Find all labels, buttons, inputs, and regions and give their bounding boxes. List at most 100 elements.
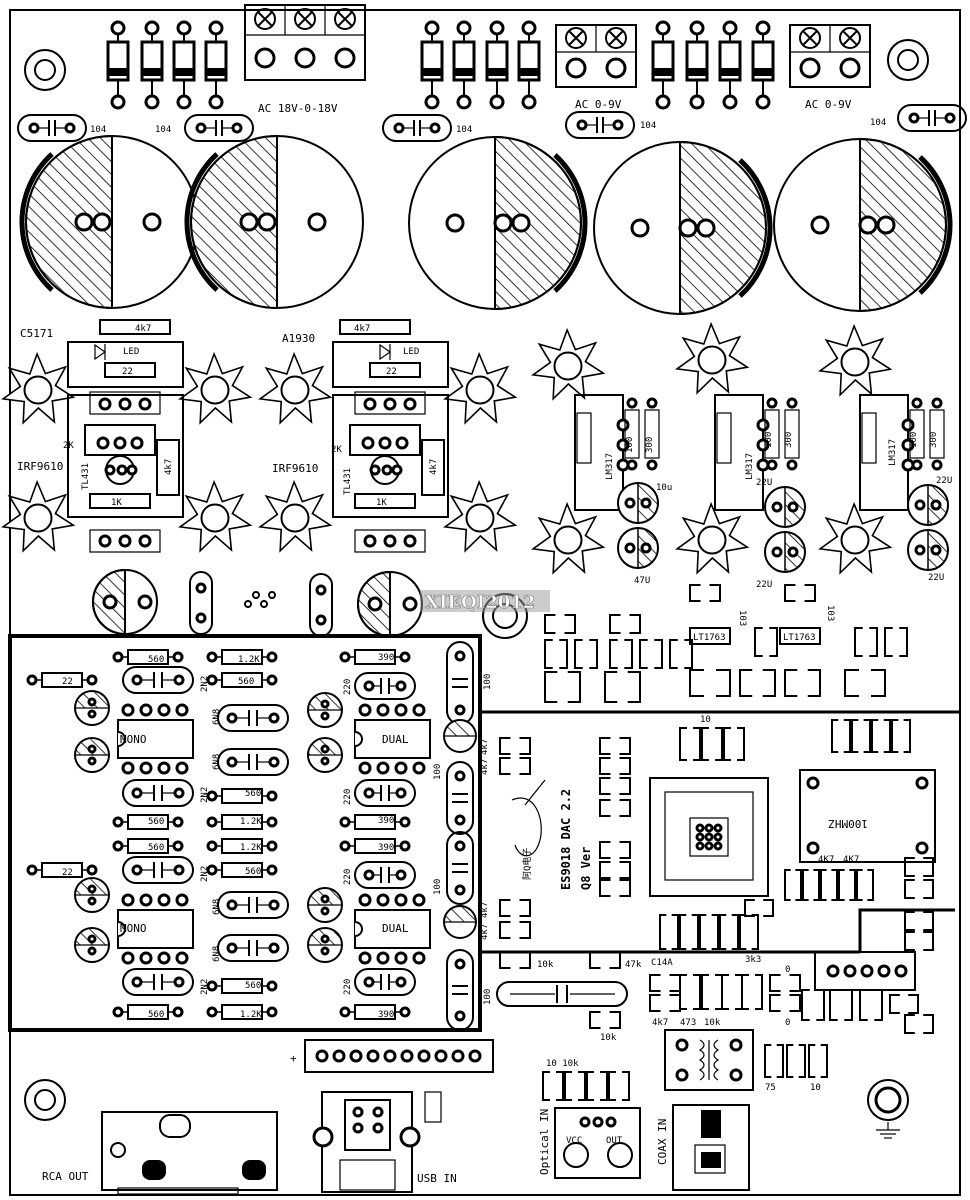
optical-out: OUT [606,1136,623,1146]
res-1k-left: 1K [111,498,122,508]
filter-circuits [26,641,477,1031]
res-47k: 47k [625,960,642,970]
filter-2n2-2: 2N2 [200,866,210,882]
header-10pin [304,1039,494,1073]
filter-labels: 560 1.2K 560 560 1.2K 560 560 1.2K 560 5… [62,653,493,1020]
dac-title: ES9018 DAC 2.2 [559,789,573,890]
ac-label-9v-a: AC 0-9V [575,98,622,111]
filter-220-0: 220 [343,679,353,695]
filter-220-2: 220 [343,869,353,885]
reg-left [67,319,184,553]
res-300-2: 300 [784,432,794,448]
tl431-right: TL431 [343,468,353,495]
res-100-1: 100 [625,437,635,453]
transistor-c5171: C5171 [20,327,53,340]
rca-out-label: RCA OUT [42,1170,89,1183]
opamp-dual-1: DUAL [382,733,409,746]
filter-390-2: 390 [378,843,394,853]
filter-res-5: 560 [148,817,164,827]
dac-version: Q8 Ver [579,847,593,890]
res-0-1: 0 [785,965,790,975]
optical-vcc: VCC [566,1136,582,1146]
cap-103-2: 103 [825,605,835,621]
ground-terminal [867,1079,909,1139]
opamp-dual-2: DUAL [382,922,409,935]
ac-terminal-9v-a [555,24,637,88]
res-10-top: 10 [700,715,711,725]
rectifier-diodes [106,20,775,110]
filter-390-3: 390 [378,1010,394,1020]
filter-22-0: 22 [62,677,73,687]
led-right: LED [403,347,419,357]
cap-22u-3: 22U [936,476,952,486]
heatsinks [0,321,893,575]
filter-2n2-3: 2N2 [200,979,210,995]
filter-2n2-1: 2N2 [200,787,210,803]
vendor-rabbit-logo [511,779,546,857]
filter-6n8-0: 6N8 [212,709,222,725]
watermark: XIEQI2012 [425,592,535,613]
res-10k-1: 10k [537,960,554,970]
dac-lower-line-step [858,908,955,952]
lm317-regulators [574,394,945,511]
tl431-left: TL431 [81,463,91,490]
res-75: 75 [765,1083,776,1093]
res-3k3: 3k3 [745,955,761,965]
filter-390-0: 390 [378,653,394,663]
res-4k7-bottom: 4k7 [652,1018,668,1028]
filter-100-0: 100 [483,674,493,690]
optical-input [554,1107,641,1179]
mounting-holes [24,39,929,1121]
ac-label-18v: AC 18V-0-18V [258,102,338,115]
filter-100-1: 100 [433,764,443,780]
cap-label-104-4: 104 [640,121,656,131]
watermark-bg [420,590,550,612]
cap-22u-1: 22U [756,478,772,488]
res-10k-3: 10k [600,1033,617,1043]
label-2k-left: 2K [63,441,74,451]
res-4k7-vert-right: 4k7 [429,459,439,475]
filter-section-box [8,634,482,1032]
filter-4k7-1: 4k7 [480,759,490,775]
filter-res-1: 1.2K [238,655,260,665]
pwr-4k7-2: 4K7 [843,855,859,865]
filter-4k7-3: 4k7 [480,924,490,940]
res-4k7-vert-left: 4k7 [164,459,174,475]
filter-res-4: 1.2K [240,817,262,827]
filter-res-7: 1.2K [240,843,262,853]
cap-label-104-1: 104 [90,125,106,135]
coax-in-label: COAX IN [656,1119,669,1165]
res-0-2: 0 [785,1018,790,1028]
filter-100-2: 100 [433,879,443,895]
cap-label-104-2: 104 [155,125,171,135]
filter-100-3: 100 [483,989,493,1005]
usb-in-label: USB IN [417,1172,457,1185]
lm317-label-2: LM317 [745,453,755,480]
filter-4k7-2: 4k7 [480,902,490,918]
filter-6n8-1: 6N8 [212,754,222,770]
transistor-a1930: A1930 [282,332,315,345]
lm317-labels: LM317 LM317 LM317 100 300 100 300 100 30… [605,432,939,480]
cap-473: 473 [680,1018,696,1028]
cap-22u-4: 22U [928,573,944,583]
vendor-logo: 阿Q电子 [521,848,533,880]
filter-res-2: 560 [238,677,254,687]
regulator-caps [617,482,949,573]
cap-label-104-5: 104 [870,118,886,128]
filter-22-1: 22 [62,868,73,878]
spdif-transformer [664,1029,754,1091]
lm317-label-3: LM317 [888,439,898,466]
rca-jack [101,1111,278,1195]
ceramic-caps-104 [17,104,967,142]
cap-c14a: C14A [651,958,673,968]
filter-res-9: 560 [245,981,261,991]
res-100-2: 100 [764,432,774,448]
lt1763-label-1: LT1763 [693,633,726,643]
osc-label: 100MHZ [828,817,868,830]
opamp-mono-1: MONO [120,733,147,746]
filter-res-3: 560 [245,789,261,799]
lm317-label-1: LM317 [605,453,615,480]
filter-2n2-0: 2N2 [200,676,210,692]
